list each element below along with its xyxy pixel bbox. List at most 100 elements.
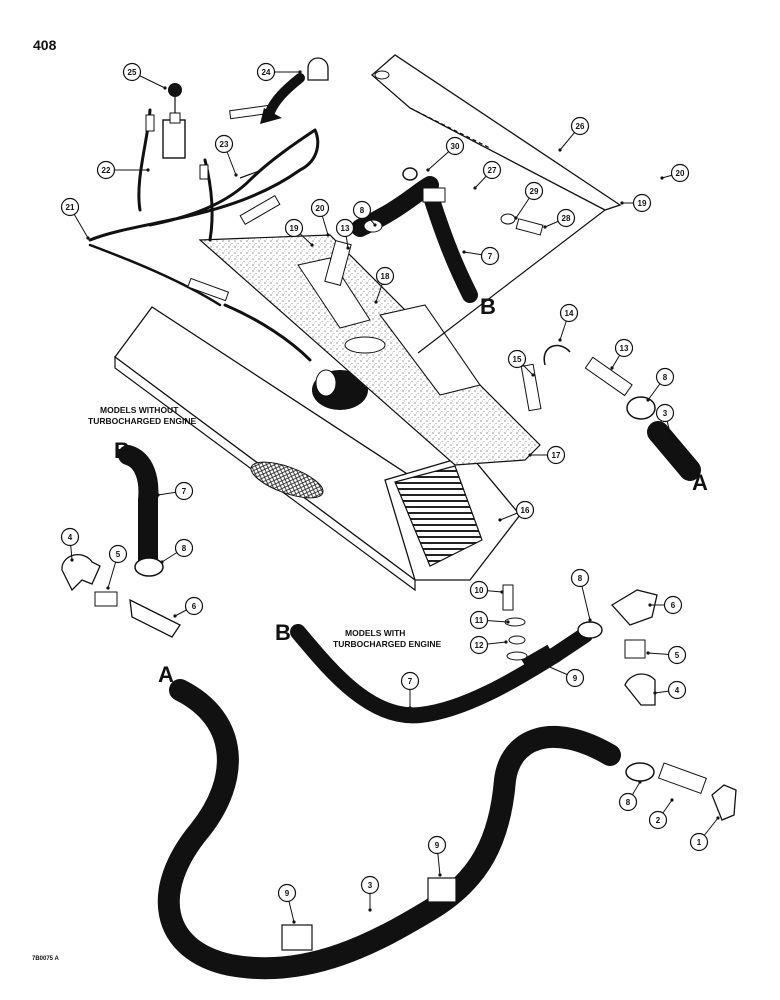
callout-number: 16	[521, 506, 530, 515]
callout-arrowhead	[86, 236, 90, 240]
callout-circle	[400, 671, 420, 691]
callout-circle	[108, 544, 128, 564]
callout-c20b: 20	[310, 198, 330, 237]
note-with-turbo-line2: TURBOCHARGED ENGINE	[333, 639, 441, 649]
callout-number: 4	[675, 686, 680, 695]
callout-arrowhead	[438, 873, 442, 877]
callout-arrowhead	[374, 300, 378, 304]
callout-arrowhead	[716, 816, 720, 820]
mounting-bracket	[371, 54, 622, 211]
callout-circle	[524, 181, 544, 201]
callout-circle	[689, 832, 709, 852]
callout-c9c: 9	[277, 883, 297, 924]
callout-circle	[96, 160, 116, 180]
callout-circle	[352, 200, 372, 220]
callout-arrowhead	[173, 614, 177, 618]
callout-number: 8	[182, 544, 187, 553]
callout-c5a: 5	[106, 544, 128, 590]
callout-c25: 25	[122, 62, 167, 90]
callout-c7a: 7	[462, 246, 500, 266]
callout-number: 8	[360, 206, 365, 215]
callout-arrowhead	[504, 640, 508, 644]
callout-number: 1	[697, 838, 702, 847]
callout-number: 13	[620, 344, 629, 353]
callout-c14: 14	[558, 303, 579, 342]
callout-arrowhead	[70, 558, 74, 562]
callout-arrowhead	[506, 620, 510, 624]
hose-end-a-upper: A	[692, 470, 708, 495]
callout-arrowhead	[160, 560, 164, 564]
callout-c15: 15	[507, 349, 535, 377]
note-with-turbo-line1: MODELS WITH	[345, 628, 405, 638]
callout-c29: 29	[514, 181, 544, 220]
callout-number: 5	[675, 651, 680, 660]
callout-arrowhead	[646, 398, 650, 402]
callout-arrowhead	[514, 216, 518, 220]
callout-c20a: 20	[660, 163, 690, 183]
callout-circle	[663, 595, 683, 615]
callout-circle	[214, 134, 234, 154]
callout-circle	[375, 266, 395, 286]
callout-circle	[482, 160, 502, 180]
callout-c9a: 9	[543, 663, 585, 688]
callout-arrowhead	[408, 706, 412, 710]
callout-arrowhead	[156, 493, 160, 497]
callout-number: 10	[475, 586, 484, 595]
callout-number: 7	[182, 487, 187, 496]
callout-circle	[60, 527, 80, 547]
note-without-turbo-line1: MODELS WITHOUT	[100, 405, 179, 415]
callout-number: 7	[408, 677, 413, 686]
callout-number: 9	[285, 889, 290, 898]
callout-number: 20	[316, 204, 325, 213]
callout-c8a: 8	[352, 200, 377, 227]
callout-circle	[469, 610, 489, 630]
callout-circle	[655, 403, 675, 423]
callout-number: 21	[66, 203, 75, 212]
callout-c12: 12	[469, 635, 508, 655]
callout-number: 2	[656, 816, 661, 825]
callout-number: 4	[68, 533, 73, 542]
callout-c19b: 19	[284, 218, 314, 247]
callout-c8b: 8	[646, 367, 675, 402]
callout-number: 13	[341, 224, 350, 233]
callout-c19a: 19	[620, 193, 652, 213]
callout-c13b: 13	[610, 338, 634, 370]
callout-c5b: 5	[646, 645, 687, 665]
callout-arrowhead	[106, 586, 110, 590]
note-without-turbo-line2: TURBOCHARGED ENGINE	[88, 416, 196, 426]
hose-end-b-upper: B	[480, 294, 496, 319]
callout-number: 20	[676, 169, 685, 178]
callout-number: 28	[562, 214, 571, 223]
figure-number: 7B0075 A	[32, 956, 59, 962]
callout-circle	[360, 875, 380, 895]
callout-arrowhead	[462, 250, 466, 254]
callout-c13a: 13	[335, 218, 355, 250]
callout-circle	[667, 680, 687, 700]
callout-circle	[174, 538, 194, 558]
callout-number: 8	[663, 373, 668, 382]
callout-number: 30	[451, 142, 460, 151]
callout-c8e: 8	[618, 780, 642, 812]
callout-number: 8	[578, 574, 583, 583]
callout-arrowhead	[373, 223, 377, 227]
callout-arrowhead	[146, 168, 150, 172]
switch-wiring	[88, 57, 329, 362]
callout-arrowhead	[473, 186, 477, 190]
callout-circle	[570, 116, 590, 136]
callout-number: 24	[262, 68, 271, 77]
callout-c22: 22	[96, 160, 150, 180]
callout-c10: 10	[469, 580, 504, 600]
callout-arrowhead	[292, 920, 296, 924]
callout-c23: 23	[214, 134, 238, 177]
heater-assembly	[114, 306, 521, 592]
callout-c16: 16	[498, 500, 535, 522]
callout-c17: 17	[528, 445, 566, 465]
callout-arrowhead	[163, 86, 167, 90]
callout-circle	[310, 198, 330, 218]
callout-c18: 18	[374, 266, 395, 304]
callout-circle	[174, 481, 194, 501]
callout-circle	[184, 596, 204, 616]
callout-number: 11	[475, 616, 484, 625]
callout-number: 3	[663, 409, 668, 418]
callout-circle	[445, 136, 465, 156]
